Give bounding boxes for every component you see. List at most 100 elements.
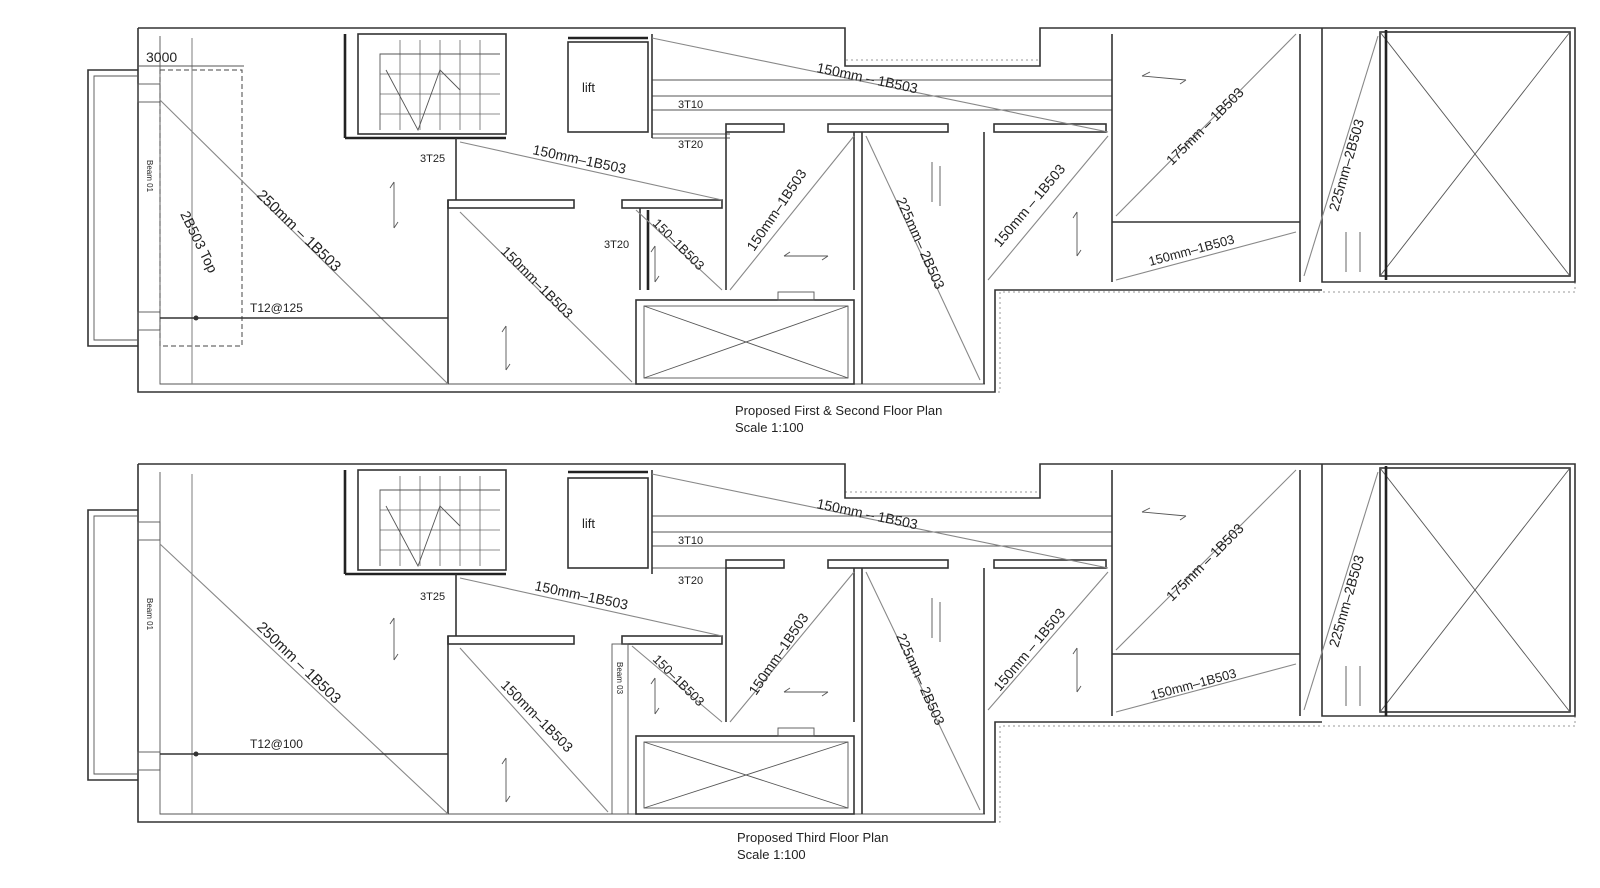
slab-span [159, 99, 449, 385]
slab-span [651, 37, 1109, 133]
balcony [87, 509, 138, 781]
beam-label: Beam 03 [615, 662, 624, 695]
slab-label: 150mm – 1B503 [990, 161, 1068, 250]
span-arrows [389, 507, 1361, 803]
wall-segment [827, 559, 949, 569]
slab-span [987, 571, 1109, 711]
beam-label: Beam 01 [145, 598, 154, 631]
span-arrows [389, 71, 1361, 371]
rebar-point [193, 751, 199, 757]
outer-wall [138, 463, 1576, 717]
rebar-label: 3T10 [678, 535, 703, 547]
slab-label: 150mm–1B503 [1149, 666, 1238, 703]
rebar-point [193, 315, 199, 321]
slab-label: 150mm – 1B503 [815, 59, 919, 96]
slab-label: 150mm–1B503 [1147, 232, 1236, 269]
plan-title: Proposed First & Second Floor Plan [735, 403, 943, 418]
slab-label: 225mm– 2B503 [893, 195, 948, 292]
outer-wall-bottom [137, 28, 1322, 393]
slab-label: 150mm–1B503 [531, 141, 627, 176]
slab-label: 150mm–1B503 [743, 166, 809, 254]
slab-span [1115, 663, 1297, 713]
slab-span [159, 543, 449, 815]
slab-span [865, 571, 981, 811]
slab-label: 150–1B503 [650, 216, 708, 274]
wall-segment [725, 123, 785, 133]
rebar-label: T12@125 [250, 301, 303, 315]
lift-label: lift [582, 80, 595, 95]
slab-label: 175mm – 1B503 [1163, 520, 1247, 604]
slab-label: 225mm–2B503 [1326, 117, 1368, 213]
slab-label: 150mm–1B503 [533, 577, 629, 612]
slab-span [729, 135, 855, 291]
slab-span [865, 135, 981, 381]
rebar-label: T12@100 [250, 737, 303, 751]
slab-span [459, 141, 723, 201]
beam-label: Beam 01 [145, 160, 154, 193]
wall-segment [725, 559, 785, 569]
rebar-label: 3T20 [678, 575, 703, 587]
slab-span [459, 211, 633, 383]
column [137, 521, 161, 541]
third-floor-plan: lift 3T10 3T20 3T25 Beam 03 [87, 463, 1576, 823]
balcony-inner [93, 515, 138, 775]
slab-label: 175mm – 1B503 [1163, 84, 1247, 168]
column [137, 83, 161, 103]
outer-wall [138, 27, 1576, 283]
slab-span [635, 209, 723, 291]
beam [611, 643, 629, 815]
lift-shaft: lift [567, 36, 649, 133]
outer-wall-bottom [137, 464, 1322, 823]
column [137, 311, 161, 331]
slab-label: 225mm– 2B503 [893, 631, 948, 728]
slab-label: 150mm – 1B503 [990, 605, 1068, 694]
first-second-floor-plan: lift 3T10 3T20 3T25 3T20 [87, 27, 1576, 393]
slab-label: 150mm–1B503 [498, 677, 577, 756]
service-duct [635, 291, 855, 385]
wall-segment [827, 123, 949, 133]
rebar-label: 3T20 [678, 139, 703, 151]
slab-span [651, 473, 1109, 569]
beam-top-outline [159, 69, 243, 347]
rebar-label: 3T25 [420, 591, 445, 603]
slab-label: 225mm–2B503 [1326, 553, 1368, 649]
slab-span [1115, 231, 1297, 281]
plan-caption: Proposed Third Floor Plan Scale 1:100 [737, 829, 889, 863]
wall-segment [447, 635, 575, 645]
slab-span [1303, 471, 1379, 711]
staircase [357, 33, 507, 135]
lift-shaft: lift [567, 470, 649, 569]
slab-span [1115, 469, 1297, 651]
slab-label: 250mm – 1B503 [253, 187, 344, 276]
balcony-inner [93, 75, 138, 341]
plan-title: Proposed Third Floor Plan [737, 830, 889, 845]
service-duct [635, 727, 855, 815]
slab-span [1115, 33, 1297, 217]
void-area [1379, 30, 1571, 280]
plan-scale: Scale 1:100 [735, 420, 804, 435]
rebar-label: 3T25 [420, 153, 445, 165]
slab-label: 150mm – 1B503 [815, 495, 919, 532]
slab-span [729, 571, 855, 723]
dimension-label: 3000 [146, 49, 177, 65]
plan-caption: Proposed First & Second Floor Plan Scale… [735, 402, 942, 436]
lift-label: lift [582, 516, 595, 531]
wall-segment [621, 199, 723, 209]
column [137, 751, 161, 771]
rebar-label: 3T10 [678, 99, 703, 111]
slab-span [459, 647, 609, 813]
wall-segment [447, 199, 575, 209]
slab-span [631, 645, 723, 723]
slab-span [1303, 35, 1379, 277]
slab-label: 150mm–1B503 [745, 610, 811, 698]
plan-scale: Scale 1:100 [737, 847, 806, 862]
slab-label: 150mm–1B503 [498, 243, 577, 322]
slab-label: 150–1B503 [650, 652, 708, 710]
slab-span [459, 577, 723, 637]
staircase [357, 469, 507, 571]
slab-label: 250mm – 1B503 [253, 619, 344, 708]
balcony [87, 69, 138, 347]
beam-label: 2B503 Top [177, 208, 221, 275]
rebar-label: 3T20 [604, 239, 629, 251]
